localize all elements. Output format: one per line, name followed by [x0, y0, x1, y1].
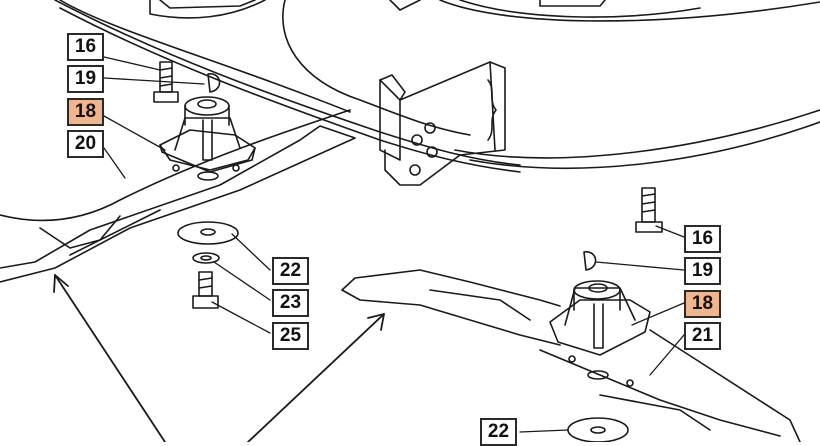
deck-rim-band — [54, 0, 521, 173]
callout-21[interactable]: 21 — [684, 322, 721, 350]
washer-22-right — [567, 417, 629, 442]
callout-16-right[interactable]: 16 — [684, 225, 721, 253]
callout-25[interactable]: 25 — [272, 322, 309, 350]
callout-19-right[interactable]: 19 — [684, 257, 721, 285]
callout-19-left[interactable]: 19 — [67, 65, 104, 93]
mounting-bracket — [379, 61, 506, 186]
callout-18-right[interactable]: 18 — [684, 290, 721, 318]
washer-23 — [192, 252, 220, 264]
washer-22-left — [177, 221, 239, 245]
right-blade — [341, 269, 801, 442]
callout-22-left[interactable]: 22 — [272, 257, 309, 285]
mower-deck-right — [389, 0, 820, 169]
leader-lines — [103, 56, 685, 433]
mower-deck-left — [0, 0, 471, 222]
left-blade-hub — [159, 96, 256, 173]
right-bolt-16 — [635, 187, 663, 233]
callout-16-left[interactable]: 16 — [67, 33, 104, 61]
right-blade-hub — [549, 280, 651, 356]
rotation-arrows — [53, 274, 385, 442]
callout-23[interactable]: 23 — [272, 289, 309, 317]
bolt-25 — [192, 271, 219, 309]
callout-20[interactable]: 20 — [67, 130, 104, 158]
left-key-19 — [207, 73, 221, 93]
callout-18-left[interactable]: 18 — [67, 98, 104, 126]
left-blade — [0, 125, 356, 283]
right-key-19 — [583, 251, 597, 271]
